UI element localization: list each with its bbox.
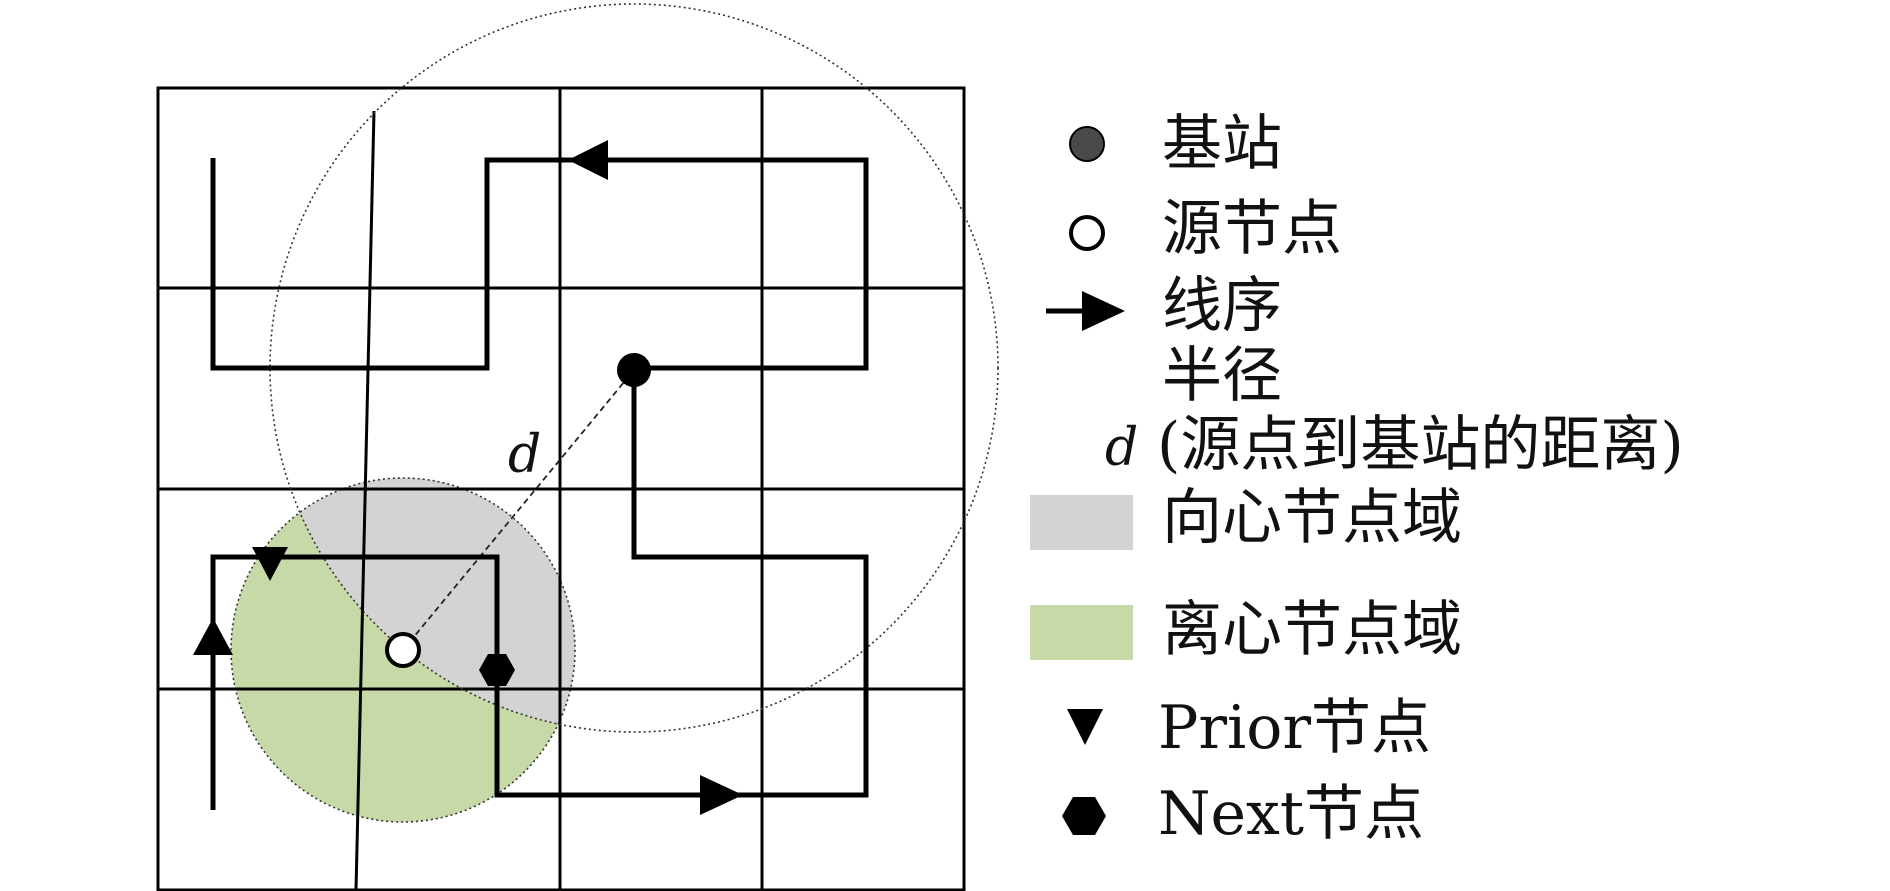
legend-base-station-icon <box>1069 126 1105 162</box>
line-order-paths <box>210 157 869 810</box>
legend-radius-label-line1: 半径 <box>1162 341 1282 411</box>
legend-source-node-label: 源节点 <box>1162 194 1342 264</box>
base-station-icon <box>617 353 651 387</box>
source-radius-outline <box>230 477 576 823</box>
legend-centripetal-swatch <box>1030 495 1133 550</box>
legend-centrifugal-swatch <box>1030 605 1133 660</box>
grid <box>156 86 966 891</box>
line-order-path-top <box>210 157 869 810</box>
base-station-radius-circle <box>269 3 999 733</box>
legend-radius-label-line2: (源点到基站的距离) <box>1157 410 1684 480</box>
legend-line-order-icon <box>1082 291 1125 331</box>
arrow-up-icon <box>193 618 233 655</box>
centripetal-domain-region <box>270 478 575 732</box>
legend-prior-node-icon <box>1067 709 1103 745</box>
legend-line-order-label: 线序 <box>1162 271 1282 341</box>
legend-source-node-icon <box>1069 215 1105 251</box>
direction-arrows <box>193 140 743 815</box>
next-node-icon <box>479 654 515 686</box>
legend-base-station-label: 基站 <box>1162 109 1282 179</box>
source-node-icon <box>385 632 421 668</box>
arrow-left-icon <box>568 140 608 180</box>
prior-node-icon <box>252 547 288 581</box>
distance-label: d <box>508 425 541 485</box>
arrow-right-icon <box>700 775 743 815</box>
legend-next-node-icon <box>1062 797 1106 835</box>
legend-centrifugal-label: 离心节点域 <box>1162 595 1462 665</box>
legend: 基站 源节点 线序 半径 d (源点到基站的距离) 向心节点域 离心节点域 Pr… <box>1030 109 1684 849</box>
legend-next-node-label: Next节点 <box>1158 779 1424 849</box>
legend-centripetal-label: 向心节点域 <box>1162 483 1462 553</box>
legend-prior-node-label: Prior节点 <box>1158 693 1431 763</box>
node-domains <box>230 477 576 823</box>
distance-line <box>402 369 635 651</box>
grid-slanted-line <box>354 110 376 891</box>
legend-radius-d: d <box>1105 418 1138 478</box>
